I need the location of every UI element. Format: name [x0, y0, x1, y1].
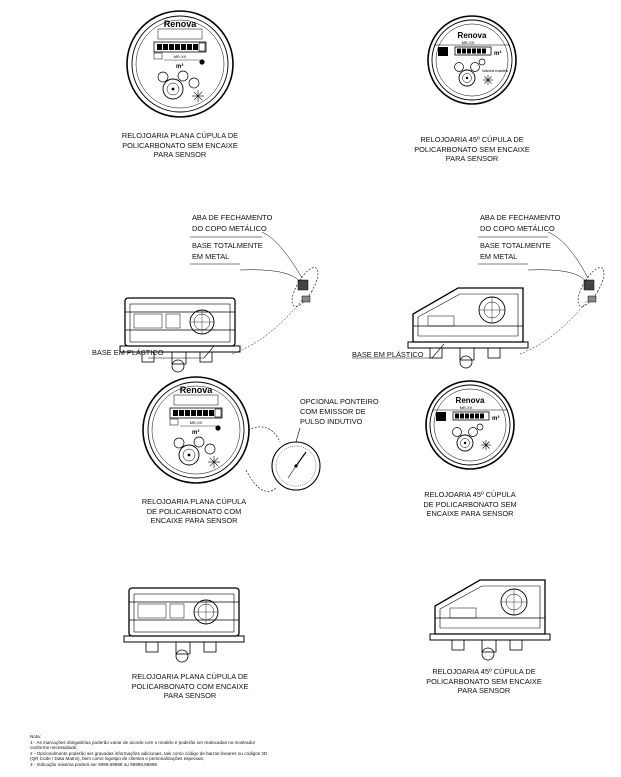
note-line: conforme necessidade; — [30, 745, 78, 751]
note-line: 3 - Indicação máxima poderá ser 9999,999… — [30, 761, 157, 767]
callout-leaders — [148, 236, 548, 443]
brand-label: Renova — [180, 385, 214, 395]
brand-label: Renova — [458, 31, 487, 40]
unit-label: m³ — [492, 415, 499, 422]
model-code-label: MR-XX — [174, 54, 187, 59]
brand-label: Renova — [164, 19, 198, 29]
dial-small-text: Indústria brasileira — [482, 69, 508, 73]
model-code-label: MR-XX — [190, 420, 203, 425]
callout-base-plastico-left: BASE EM PLÁSTICO — [92, 348, 164, 357]
unit-label: m³ — [494, 50, 501, 57]
section-flat-plastic-base — [123, 587, 245, 663]
unit-label: m³ — [176, 63, 183, 70]
aba-detail-right — [519, 231, 605, 355]
callout-base-plastico-right: BASE EM PLÁSTICO — [352, 350, 424, 359]
unit-label: m³ — [192, 429, 199, 436]
aba-detail-left — [231, 231, 319, 355]
notes-title: Nota: — [30, 734, 41, 739]
notes-block: Nota: 1 - As marcações obrigatórias pode… — [30, 734, 267, 768]
note-line: 2 - Opcionalmente poderão ser gravadas i… — [30, 750, 268, 756]
meter-top-right: Renova MR-XX m³ Indústria brasileira — [427, 15, 517, 105]
section-45-metal-base — [407, 287, 529, 369]
optional-pointer-detail — [245, 426, 321, 492]
brand-label: Renova — [456, 396, 485, 405]
note-line: 1 - As marcações obrigatórias poderão va… — [30, 739, 256, 745]
meter-mid-left: Renova MR-XX m³ — [142, 376, 250, 484]
note-line: (QR Code / Data Matrix), bem como logoti… — [30, 756, 205, 762]
model-code-label: MR-XX — [460, 405, 473, 410]
meter-top-left: Renova MR-XX m³ — [126, 10, 234, 118]
section-45-plastic-base — [429, 579, 551, 661]
section-flat-metal-base — [119, 297, 241, 373]
model-code-label: MR-XX — [462, 40, 475, 45]
meter-mid-right: Renova MR-XX m³ — [425, 380, 515, 470]
